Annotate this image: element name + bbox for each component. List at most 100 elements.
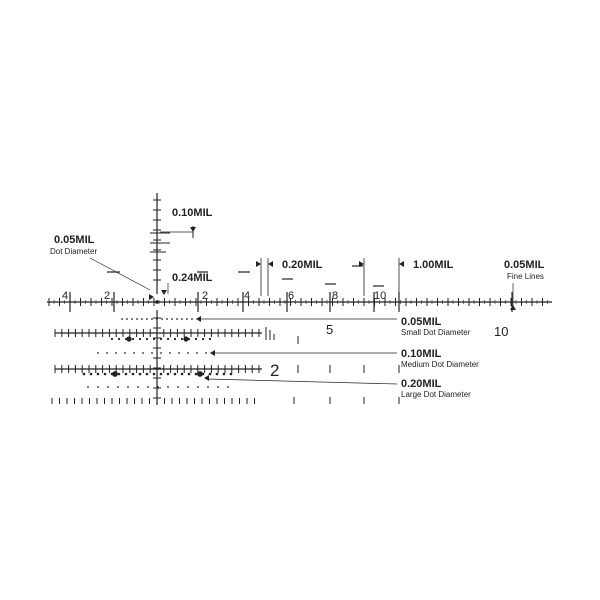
large-dot-small xyxy=(215,372,219,376)
small-dot xyxy=(176,318,178,320)
large-dot-row xyxy=(157,386,159,388)
small-dot xyxy=(131,318,133,320)
small-dot-value: 0.05MIL xyxy=(401,316,442,328)
small-dot xyxy=(186,318,188,320)
medium-dot xyxy=(159,337,163,341)
medium-dot-row xyxy=(151,352,153,354)
arrow-right xyxy=(256,261,261,267)
medium-dot-row xyxy=(133,352,135,354)
large-dot-row xyxy=(177,386,179,388)
dot-diameter-caption: Dot Diameter xyxy=(50,247,97,256)
medium-dot-row xyxy=(178,352,180,354)
large-dot-small xyxy=(159,372,163,376)
large-dot-row xyxy=(207,386,209,388)
small-dot xyxy=(166,318,168,320)
medium-dot-row xyxy=(187,352,189,354)
medium-dot xyxy=(131,337,135,341)
large-dot xyxy=(197,371,203,377)
medium-dot-caption: Medium Dot Diameter xyxy=(401,360,479,369)
row-number-10: 10 xyxy=(494,324,508,339)
large-dot-small xyxy=(117,372,121,376)
small-dot xyxy=(156,318,158,320)
medium-dot xyxy=(138,337,142,341)
large-dot-small xyxy=(89,372,93,376)
large-dot-row xyxy=(227,386,229,388)
large-dot-small xyxy=(208,372,212,376)
arrow-right xyxy=(359,261,364,267)
medium-dot xyxy=(173,337,177,341)
scale-number-left-4: 4 xyxy=(62,290,68,302)
small-dot xyxy=(136,318,138,320)
medium-dot xyxy=(124,337,128,341)
main-spacing-label: 1.00MIL xyxy=(413,259,454,271)
large-dot-small xyxy=(187,372,191,376)
fine-lines-value: 0.05MIL xyxy=(504,259,545,271)
medium-dot-row xyxy=(97,352,99,354)
center-dot xyxy=(155,300,159,304)
medium-dot-row xyxy=(142,352,144,354)
arrow-left xyxy=(196,316,201,322)
large-dot-small xyxy=(145,372,149,376)
scale-number-left-2: 2 xyxy=(104,290,110,302)
large-dot-small xyxy=(103,372,107,376)
medium-dot-row xyxy=(160,352,162,354)
medium-dot-value: 0.10MIL xyxy=(401,348,442,360)
small-dot xyxy=(181,318,183,320)
small-dot xyxy=(151,318,153,320)
medium-dot xyxy=(145,337,149,341)
small-dot xyxy=(191,318,193,320)
medium-dot-row xyxy=(115,352,117,354)
medium-dot xyxy=(166,337,170,341)
large-dot-row xyxy=(197,386,199,388)
leader-line xyxy=(89,257,151,291)
medium-dot xyxy=(180,337,184,341)
medium-dot xyxy=(208,337,212,341)
medium-dot-row xyxy=(205,352,207,354)
arrow-left xyxy=(399,261,404,267)
large-dot-small xyxy=(194,372,198,376)
large-dot-small xyxy=(124,372,128,376)
medium-dot-large xyxy=(183,336,189,342)
large-dot-row xyxy=(137,386,139,388)
small-dot-caption: Small Dot Diameter xyxy=(401,328,471,337)
medium-dot xyxy=(110,337,114,341)
large-dot-row xyxy=(117,386,119,388)
arrow-left xyxy=(268,261,273,267)
medium-dot xyxy=(152,337,156,341)
small-dot xyxy=(161,318,163,320)
small-dot xyxy=(171,318,173,320)
large-dot-small xyxy=(180,372,184,376)
arrow-down xyxy=(161,290,167,295)
large-dot-row xyxy=(147,386,149,388)
large-dot-small xyxy=(110,372,114,376)
large-dot-small xyxy=(229,372,233,376)
large-dot-row xyxy=(187,386,189,388)
small-dot xyxy=(146,318,148,320)
leader-line xyxy=(205,378,398,385)
hash-spacing-label: 0.20MIL xyxy=(282,259,323,271)
vertical-spacing-label: 0.10MIL xyxy=(172,207,213,219)
medium-dot-row xyxy=(106,352,108,354)
dot-diameter-value: 0.05MIL xyxy=(54,234,95,246)
medium-dot xyxy=(194,337,198,341)
small-dot xyxy=(126,318,128,320)
large-dot-row xyxy=(87,386,89,388)
large-dot-row xyxy=(167,386,169,388)
large-dot-value: 0.20MIL xyxy=(401,378,442,390)
arrow-down xyxy=(190,227,196,232)
medium-dot-row xyxy=(124,352,126,354)
arrow-right xyxy=(149,294,154,300)
row-number-5: 5 xyxy=(326,322,333,337)
center-gap-label: 0.24MIL xyxy=(172,272,213,284)
large-dot-small xyxy=(173,372,177,376)
medium-dot-row xyxy=(196,352,198,354)
medium-dot xyxy=(117,337,121,341)
scale-number-right-4: 4 xyxy=(244,290,250,302)
small-dot xyxy=(141,318,143,320)
large-dot-row xyxy=(127,386,129,388)
arrow-left xyxy=(210,350,215,356)
large-dot-small xyxy=(201,372,205,376)
large-dot-small xyxy=(166,372,170,376)
